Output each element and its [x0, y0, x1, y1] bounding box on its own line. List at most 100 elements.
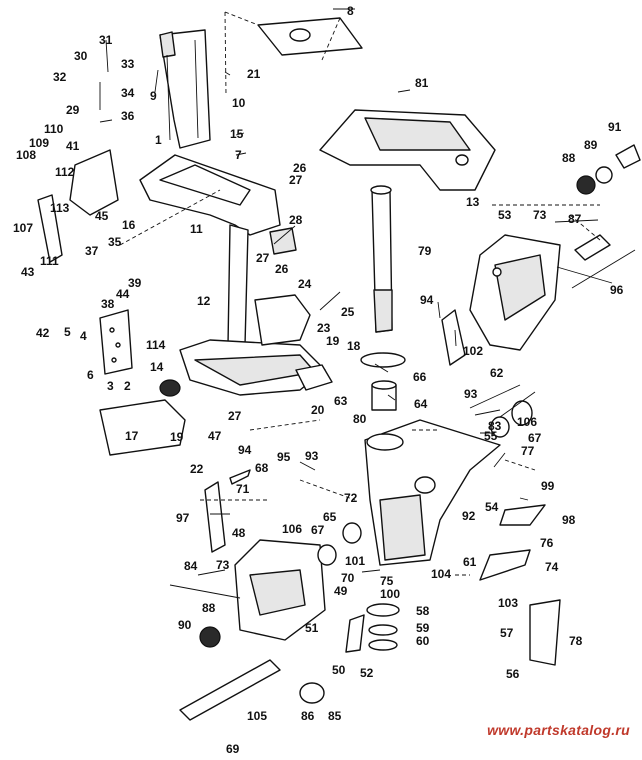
- callout-label: 25: [341, 305, 355, 319]
- steering-shaft-part: [370, 185, 393, 333]
- callout-label: 78: [569, 634, 583, 648]
- exhaust-housing-part: [139, 154, 326, 396]
- callout-label: 42: [36, 326, 50, 340]
- tilt-pin-part: [204, 469, 251, 553]
- callout-label: 18: [347, 339, 361, 353]
- callout-label: 106: [282, 522, 302, 536]
- bolts-part: [169, 384, 521, 599]
- callout-label: 57: [500, 626, 514, 640]
- callout-label: 61: [463, 555, 477, 569]
- callout-label: 20: [311, 403, 325, 417]
- knob-part: [199, 626, 221, 648]
- callout-label: 26: [275, 262, 289, 276]
- callout-label: 27: [289, 173, 303, 187]
- callout-label: 90: [178, 618, 192, 632]
- bracket-plate-part: [441, 309, 466, 366]
- callout-label: 13: [466, 195, 480, 209]
- disc-part: [299, 682, 325, 704]
- callout-label: 6: [87, 368, 94, 382]
- callout-label: 98: [562, 513, 576, 527]
- callout-label: 103: [498, 596, 518, 610]
- tilt-tube-part: [571, 234, 636, 289]
- callout-label: 27: [256, 251, 270, 265]
- callout-label: 68: [255, 461, 269, 475]
- callout-label: 64: [414, 397, 428, 411]
- callout-label: 54: [485, 500, 499, 514]
- callout-labels: 1 2 3 4 5 6 7 8 9 10 11 12 13 14 15 16 1…: [13, 4, 624, 756]
- callout-label: 83: [488, 419, 502, 433]
- callout-label: 94: [420, 293, 434, 307]
- callout-label: 94: [238, 443, 252, 457]
- callout-label: 28: [289, 213, 303, 227]
- callout-label: 43: [21, 265, 35, 279]
- callout-label: 4: [80, 329, 87, 343]
- callout-label: 41: [66, 139, 80, 153]
- nut-set-part: [576, 144, 641, 195]
- callout-label: 1: [155, 133, 162, 147]
- coupler-part: [269, 227, 297, 255]
- stern-bracket-right-part: [469, 234, 561, 351]
- callout-label: 8: [347, 4, 354, 18]
- callout-label: 9: [150, 89, 157, 103]
- callout-label: 101: [345, 554, 365, 568]
- callout-label: 93: [464, 387, 478, 401]
- callout-label: 105: [247, 709, 267, 723]
- callout-label: 108: [16, 148, 36, 162]
- tilt-lock-part: [479, 504, 561, 666]
- callout-label: 79: [418, 244, 432, 258]
- callout-label: 15: [230, 127, 244, 141]
- small-bracket-part: [295, 364, 333, 391]
- callout-label: 72: [344, 491, 358, 505]
- callout-label: 38: [101, 297, 115, 311]
- callout-label: 34: [121, 86, 135, 100]
- callout-label: 36: [121, 109, 135, 123]
- callout-label: 3: [107, 379, 114, 393]
- watermark-text: www.partskatalog.ru: [487, 722, 630, 738]
- callout-label: 73: [216, 558, 230, 572]
- stern-bracket-left-part: [234, 539, 326, 641]
- callout-label: 30: [74, 49, 88, 63]
- callout-label: 86: [301, 709, 315, 723]
- callout-label: 27: [228, 409, 242, 423]
- callout-label: 84: [184, 559, 198, 573]
- callout-label: 62: [490, 366, 504, 380]
- callout-label: 63: [334, 394, 348, 408]
- callout-label: 92: [462, 509, 476, 523]
- callout-label: 95: [277, 450, 291, 464]
- callout-label: 58: [416, 604, 430, 618]
- callout-label: 73: [533, 208, 547, 222]
- callout-label: 87: [568, 212, 582, 226]
- callout-label: 77: [521, 444, 535, 458]
- callout-label: 110: [44, 122, 64, 136]
- callout-label: 56: [506, 667, 520, 681]
- callout-label: 52: [360, 666, 374, 680]
- callout-label: 23: [317, 321, 331, 335]
- callout-label: 16: [122, 218, 136, 232]
- callout-label: 66: [413, 370, 427, 384]
- guide-lines: [119, 189, 601, 576]
- steering-handle-part: [319, 109, 496, 191]
- callout-label: 29: [66, 103, 80, 117]
- callout-label: 7: [235, 148, 242, 162]
- callout-label: 60: [416, 634, 430, 648]
- callout-label: 100: [380, 587, 400, 601]
- callout-label: 53: [498, 208, 512, 222]
- callout-label: 14: [150, 360, 164, 374]
- callout-label: 91: [608, 120, 622, 134]
- callout-label: 75: [380, 574, 394, 588]
- callout-label: 70: [341, 571, 355, 585]
- callout-label: 49: [334, 584, 348, 598]
- callout-label: 12: [197, 294, 211, 308]
- callout-label: 109: [29, 136, 49, 150]
- callout-label: 26: [293, 161, 307, 175]
- callout-label: 50: [332, 663, 346, 677]
- callout-label: 99: [541, 479, 555, 493]
- callout-label: 37: [85, 244, 99, 258]
- lower-shroud-part: [99, 379, 186, 456]
- callout-label: 102: [463, 344, 483, 358]
- callout-label: 47: [208, 429, 222, 443]
- callout-label: 93: [305, 449, 319, 463]
- callout-leaders: [99, 8, 613, 576]
- callout-label: 97: [176, 511, 190, 525]
